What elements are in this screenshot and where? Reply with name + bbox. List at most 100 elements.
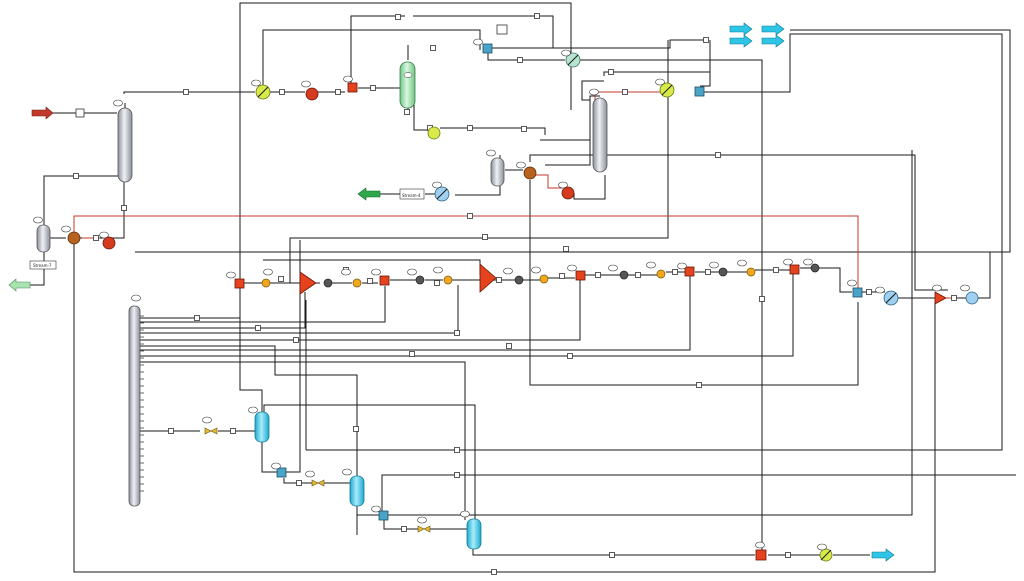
stream-marker[interactable] <box>409 351 415 357</box>
stream-marker[interactable] <box>367 278 373 284</box>
splitter-1-icon[interactable] <box>299 271 317 295</box>
stream-marker[interactable] <box>278 276 284 282</box>
stream-marker[interactable] <box>454 330 460 336</box>
stream-marker[interactable] <box>395 14 401 20</box>
exchanger-train-3-icon[interactable] <box>443 275 453 285</box>
stream-marker[interactable] <box>491 569 497 575</box>
feed-arrow-icon[interactable] <box>31 106 54 120</box>
flash-drum-left[interactable] <box>36 224 51 253</box>
stream-marker[interactable] <box>563 246 569 252</box>
stream-marker[interactable] <box>672 269 678 275</box>
exchanger-train-6-icon[interactable] <box>746 267 756 277</box>
pump-top-1-icon[interactable] <box>305 87 319 101</box>
distillation-column-c1[interactable] <box>117 103 133 183</box>
pump-left-icon[interactable] <box>102 236 116 250</box>
stream-marker[interactable] <box>467 213 473 219</box>
exchanger-train-1-icon[interactable] <box>261 278 271 288</box>
stream-marker[interactable] <box>517 57 523 63</box>
product-arrow-cyan-bottom-icon[interactable] <box>871 548 895 562</box>
stream-marker[interactable] <box>705 269 711 275</box>
stream-marker[interactable] <box>168 428 174 434</box>
heat-exchanger-mid-icon[interactable] <box>523 166 537 180</box>
stream-marker[interactable] <box>951 295 957 301</box>
stream-marker[interactable] <box>866 289 872 295</box>
separator-green[interactable] <box>399 61 416 109</box>
stream-marker[interactable] <box>534 13 540 19</box>
flash-vessel-cyan-1[interactable] <box>254 411 270 443</box>
mixer-top-1[interactable] <box>347 82 358 93</box>
stream-label-box-mid[interactable] <box>399 188 425 200</box>
product-arrow-cyan-1-icon[interactable] <box>729 22 753 36</box>
stream-marker[interactable] <box>635 272 641 278</box>
compressor-2-icon[interactable] <box>415 275 425 285</box>
distillation-column-c2[interactable] <box>592 97 608 173</box>
mixer-train-1[interactable] <box>234 278 245 289</box>
heat-exchanger-box-top[interactable] <box>482 43 493 54</box>
stream-marker[interactable] <box>404 109 410 115</box>
valve-1-icon[interactable] <box>204 427 218 435</box>
compressor-1-icon[interactable] <box>323 278 333 288</box>
stream-marker[interactable] <box>93 235 99 241</box>
product-arrow-cyan-3-icon[interactable] <box>729 34 753 48</box>
stream-marker[interactable] <box>255 325 261 331</box>
stream-marker[interactable] <box>121 205 127 211</box>
exchanger-train-5-icon[interactable] <box>656 269 666 279</box>
valve-box-top[interactable] <box>496 24 508 35</box>
stream-marker[interactable] <box>434 280 440 286</box>
stream-marker[interactable] <box>506 343 512 349</box>
valve-3-icon[interactable] <box>417 525 431 533</box>
stream-marker[interactable] <box>622 89 628 95</box>
valve-2-icon[interactable] <box>311 479 325 487</box>
product-arrow-cyan-4-icon[interactable] <box>761 34 785 48</box>
heat-exchanger-box-low-2[interactable] <box>378 510 389 521</box>
compressor-4-icon[interactable] <box>619 270 629 280</box>
stream-marker[interactable] <box>194 315 200 321</box>
stream-marker[interactable] <box>567 353 573 359</box>
flash-vessel-cyan-2[interactable] <box>349 475 365 507</box>
stream-marker[interactable] <box>609 552 615 558</box>
stream-marker[interactable] <box>279 89 285 95</box>
stream-marker[interactable] <box>496 277 502 283</box>
stream-label-box-left[interactable] <box>29 260 57 270</box>
distillation-column-c3[interactable] <box>128 305 141 507</box>
stream-marker[interactable] <box>401 526 407 532</box>
stream-marker[interactable] <box>773 267 779 273</box>
mixer-train-3[interactable] <box>575 270 586 281</box>
heat-exchanger-box-low-1[interactable] <box>276 467 287 478</box>
stream-marker[interactable] <box>595 272 601 278</box>
heat-exchanger-box-train[interactable] <box>852 287 863 298</box>
stream-marker[interactable] <box>696 382 702 388</box>
exchanger-train-2-icon[interactable] <box>352 278 362 288</box>
mixer-train-4[interactable] <box>684 266 695 277</box>
stream-marker[interactable] <box>293 337 299 343</box>
pump-mid-icon[interactable] <box>561 186 575 200</box>
mixer-train-2[interactable] <box>379 275 390 286</box>
stream-marker[interactable] <box>430 45 436 51</box>
stream-marker[interactable] <box>482 234 488 240</box>
stream-marker[interactable] <box>559 273 565 279</box>
stream-marker[interactable] <box>370 85 376 91</box>
feed-valve-box[interactable] <box>75 108 85 118</box>
stream-marker[interactable] <box>759 296 765 302</box>
reflux-drum-mid[interactable] <box>490 157 505 187</box>
product-arrow-cyan-2-icon[interactable] <box>761 22 785 36</box>
stream-marker[interactable] <box>521 126 527 132</box>
heat-exchanger-left-icon[interactable] <box>67 231 81 245</box>
exchanger-train-4-icon[interactable] <box>539 274 549 284</box>
stream-marker[interactable] <box>335 89 341 95</box>
splitter-3-icon[interactable] <box>934 291 947 305</box>
product-arrow-lightgreen-icon[interactable] <box>8 278 31 292</box>
heat-exchanger-box-right[interactable] <box>694 86 705 97</box>
stream-marker[interactable] <box>467 125 473 131</box>
mixer-bottom[interactable] <box>755 549 767 561</box>
compressor-3-icon[interactable] <box>514 275 524 285</box>
stream-marker[interactable] <box>785 552 791 558</box>
product-arrow-green-icon[interactable] <box>357 187 381 201</box>
pump-train-icon[interactable] <box>965 291 979 305</box>
pump-green-icon[interactable] <box>427 126 441 140</box>
stream-marker[interactable] <box>183 89 189 95</box>
flash-vessel-cyan-3[interactable] <box>466 518 482 550</box>
stream-marker[interactable] <box>703 37 709 43</box>
stream-marker[interactable] <box>73 173 79 179</box>
stream-marker[interactable] <box>608 69 614 75</box>
